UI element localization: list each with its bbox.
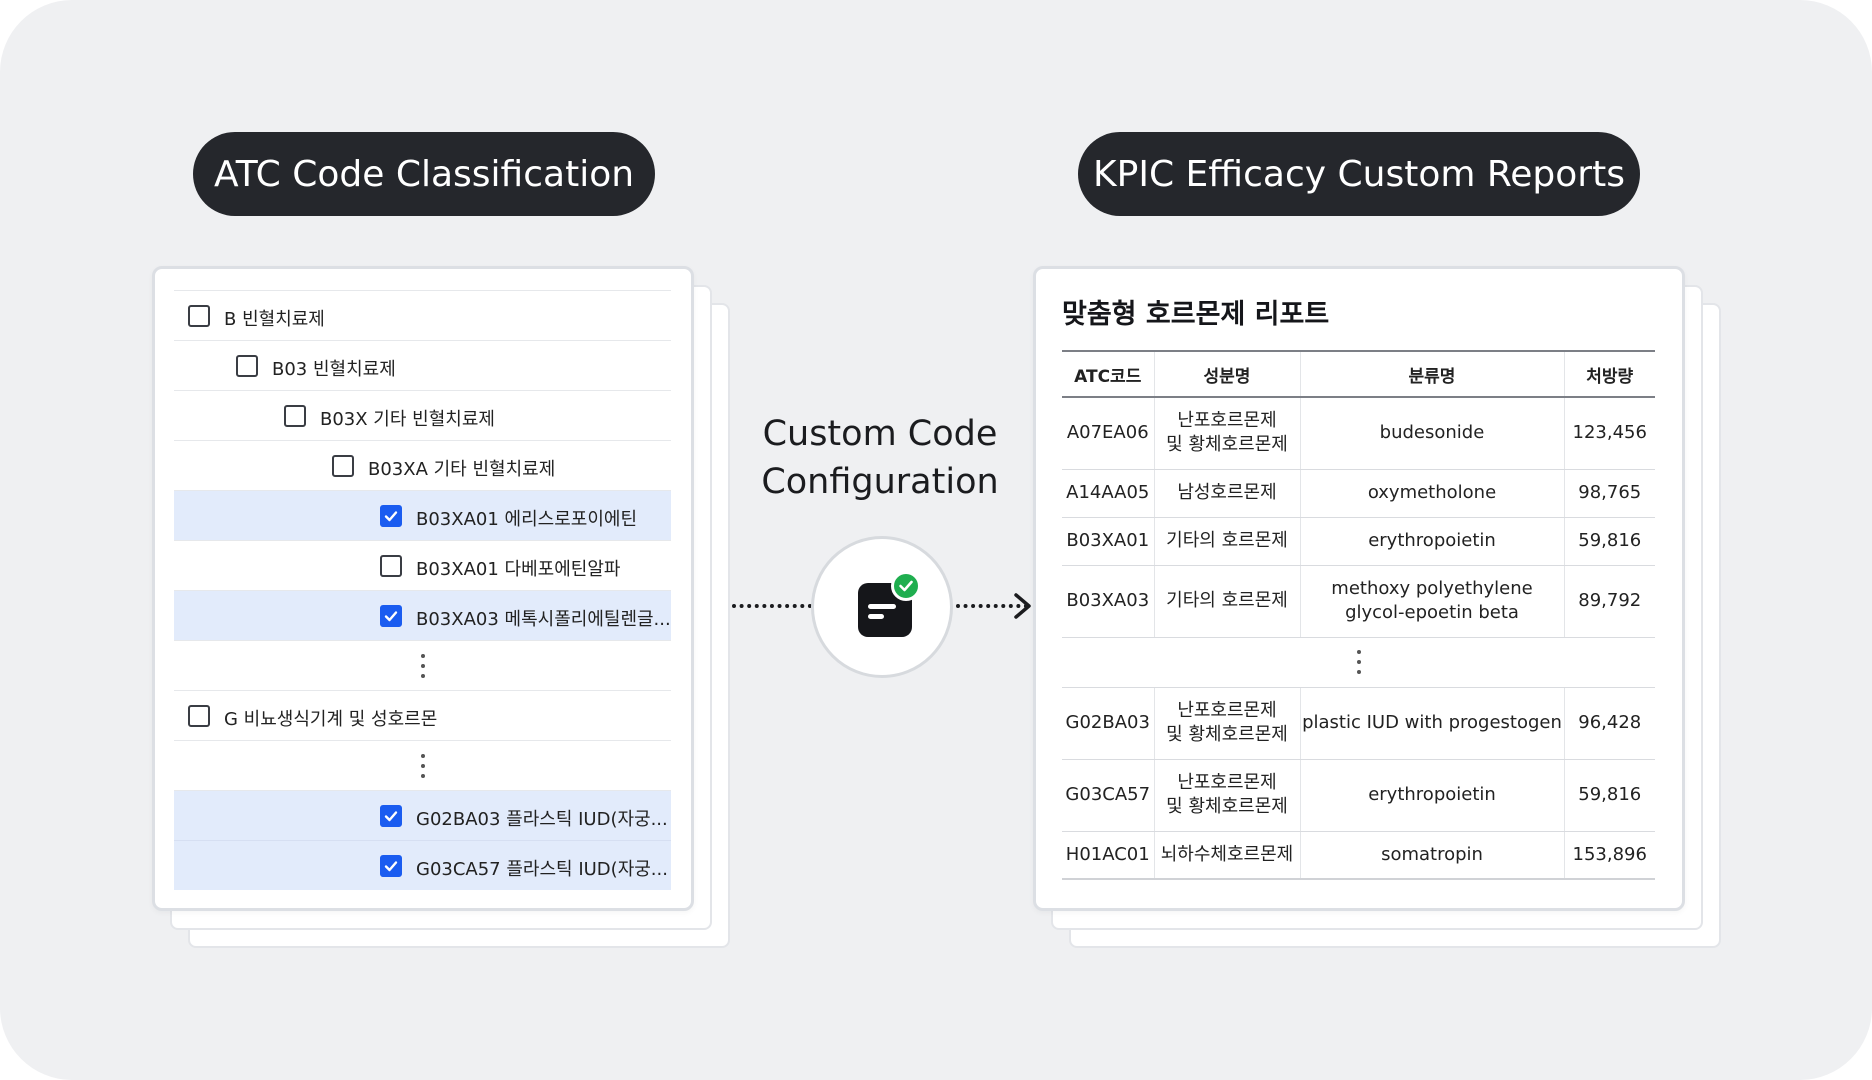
classification-cell: oxymetholone bbox=[1299, 469, 1564, 518]
prescription-cell: 89,792 bbox=[1563, 565, 1655, 638]
atc-tree: B 빈혈치료제 B03 빈혈치료제 B03X 기타 빈혈치료제 B03XA 기타… bbox=[174, 290, 671, 890]
classification-cell: budesonide bbox=[1299, 397, 1564, 470]
table-ellipsis-row bbox=[1062, 637, 1655, 688]
classification-cell: somatropin bbox=[1299, 831, 1564, 880]
classification-cell: erythropoietin bbox=[1299, 517, 1564, 566]
tree-item-label: G02BA03 플라스틱 IUD(자궁... bbox=[416, 809, 668, 830]
atc-code-cell: A07EA06 bbox=[1062, 397, 1154, 470]
checkmark-icon bbox=[384, 861, 398, 872]
ellipsis-cell bbox=[1062, 637, 1655, 688]
checkmark-icon bbox=[384, 511, 398, 522]
prescription-cell: 123,456 bbox=[1563, 397, 1655, 470]
ingredient-cell: 난포호르몬제 및 황체호르몬제 bbox=[1153, 397, 1300, 470]
table-row: A07EA06 난포호르몬제 및 황체호르몬제 budesonide 123,4… bbox=[1062, 397, 1655, 470]
atc-classification-header: ATC Code Classification bbox=[193, 132, 655, 216]
prescription-cell: 153,896 bbox=[1563, 831, 1655, 880]
ingredient-cell: 기타의 호르몬제 bbox=[1153, 517, 1300, 566]
tree-item-b03xa01-darbe[interactable]: B03XA01 다베포에틴알파 bbox=[174, 540, 671, 590]
arrow-right-icon bbox=[1014, 593, 1031, 619]
kpic-reports-header: KPIC Efficacy Custom Reports bbox=[1078, 132, 1640, 216]
column-header: 분류명 bbox=[1299, 350, 1564, 398]
tree-item-b03xa01-epo[interactable]: B03XA01 에리스로포이에틴 bbox=[174, 490, 671, 540]
table-row: B03XA03 기타의 호르몬제 methoxy polyethylene gl… bbox=[1062, 565, 1655, 638]
classification-cell: plastic IUD with progestogen bbox=[1299, 687, 1564, 760]
column-header: 처방량 bbox=[1563, 350, 1655, 398]
title-line: Configuration bbox=[761, 462, 999, 502]
checkbox[interactable] bbox=[236, 355, 258, 377]
configuration-hub bbox=[811, 536, 953, 678]
column-header: ATC코드 bbox=[1062, 350, 1154, 398]
table-header-row: ATC코드 성분명 분류명 처방량 bbox=[1062, 350, 1655, 398]
tree-item-label: G03CA57 플라스틱 IUD(자궁... bbox=[416, 859, 668, 880]
atc-code-cell: A14AA05 bbox=[1062, 469, 1154, 518]
prescription-cell: 59,816 bbox=[1563, 759, 1655, 832]
vertical-ellipsis-icon bbox=[420, 653, 425, 678]
classification-cell: erythropoietin bbox=[1299, 759, 1564, 832]
prescription-cell: 96,428 bbox=[1563, 687, 1655, 760]
tree-item-b03[interactable]: B03 빈혈치료제 bbox=[174, 340, 671, 390]
atc-code-cell: B03XA01 bbox=[1062, 517, 1154, 566]
tree-item-label: B03XA01 에리스로포이에틴 bbox=[416, 509, 638, 530]
checkbox[interactable] bbox=[188, 705, 210, 727]
tree-item-b03x[interactable]: B03X 기타 빈혈치료제 bbox=[174, 390, 671, 440]
checkbox-checked[interactable] bbox=[380, 505, 402, 527]
dotted-connector-right bbox=[956, 604, 1028, 608]
table-row: G02BA03 난포호르몬제 및 황체호르몬제 plastic IUD with… bbox=[1062, 687, 1655, 760]
classification-cell: methoxy polyethylene glycol-epoetin beta bbox=[1299, 565, 1564, 638]
tree-ellipsis bbox=[174, 640, 671, 690]
tree-item-label: B03 빈혈치료제 bbox=[272, 359, 396, 380]
table-row: H01AC01 뇌하수체호르몬제 somatropin 153,896 bbox=[1062, 831, 1655, 880]
checkbox-checked[interactable] bbox=[380, 605, 402, 627]
vertical-ellipsis-icon bbox=[420, 753, 425, 778]
tree-item-g[interactable]: G 비뇨생식기계 및 성호르몬 bbox=[174, 690, 671, 740]
prescription-cell: 59,816 bbox=[1563, 517, 1655, 566]
tree-item-label: B 빈혈치료제 bbox=[224, 309, 325, 330]
tree-item-label: B03XA 기타 빈혈치료제 bbox=[368, 459, 556, 480]
atc-code-cell: G03CA57 bbox=[1062, 759, 1154, 832]
tree-item-g02ba03[interactable]: G02BA03 플라스틱 IUD(자궁... bbox=[174, 790, 671, 840]
title-line: Custom Code bbox=[762, 414, 998, 454]
checkmark-icon bbox=[384, 611, 398, 622]
prescription-cell: 98,765 bbox=[1563, 469, 1655, 518]
tree-item-label: B03XA01 다베포에틴알파 bbox=[416, 559, 621, 580]
checkbox[interactable] bbox=[332, 455, 354, 477]
checkbox[interactable] bbox=[380, 555, 402, 577]
report-title: 맞춤형 호르몬제 리포트 bbox=[1062, 299, 1330, 330]
atc-code-cell: G02BA03 bbox=[1062, 687, 1154, 760]
checkmark-icon bbox=[384, 811, 398, 822]
ingredient-cell: 남성호르몬제 bbox=[1153, 469, 1300, 518]
ingredient-cell: 뇌하수체호르몬제 bbox=[1153, 831, 1300, 880]
checkbox[interactable] bbox=[284, 405, 306, 427]
report-table: ATC코드 성분명 분류명 처방량 A07EA06 난포호르몬제 및 황체호르몬… bbox=[1062, 350, 1655, 880]
ingredient-cell: 난포호르몬제 및 황체호르몬제 bbox=[1153, 759, 1300, 832]
ingredient-cell: 기타의 호르몬제 bbox=[1153, 565, 1300, 638]
tree-item-b03xa03[interactable]: B03XA03 메톡시폴리에틸렌글... bbox=[174, 590, 671, 640]
atc-code-cell: H01AC01 bbox=[1062, 831, 1154, 880]
tree-item-b03xa[interactable]: B03XA 기타 빈혈치료제 bbox=[174, 440, 671, 490]
check-badge-icon bbox=[891, 571, 921, 601]
table-row: B03XA01 기타의 호르몬제 erythropoietin 59,816 bbox=[1062, 517, 1655, 566]
tree-item-b[interactable]: B 빈혈치료제 bbox=[174, 290, 671, 340]
checkbox-checked[interactable] bbox=[380, 805, 402, 827]
tree-item-g03ca57[interactable]: G03CA57 플라스틱 IUD(자궁... bbox=[174, 840, 671, 890]
vertical-ellipsis-icon bbox=[1062, 650, 1655, 674]
dotted-connector-left bbox=[732, 604, 812, 608]
atc-code-cell: B03XA03 bbox=[1062, 565, 1154, 638]
table-row: G03CA57 난포호르몬제 및 황체호르몬제 erythropoietin 5… bbox=[1062, 759, 1655, 832]
tree-item-label: G 비뇨생식기계 및 성호르몬 bbox=[224, 709, 438, 730]
checkbox[interactable] bbox=[188, 305, 210, 327]
table-row: A14AA05 남성호르몬제 oxymetholone 98,765 bbox=[1062, 469, 1655, 518]
checkbox-checked[interactable] bbox=[380, 855, 402, 877]
tree-ellipsis bbox=[174, 740, 671, 790]
tree-item-label: B03XA03 메톡시폴리에틸렌글... bbox=[416, 609, 671, 630]
column-header: 성분명 bbox=[1153, 350, 1300, 398]
ingredient-cell: 난포호르몬제 및 황체호르몬제 bbox=[1153, 687, 1300, 760]
tree-item-label: B03X 기타 빈혈치료제 bbox=[320, 409, 495, 430]
custom-code-configuration-label: Custom Code Configuration bbox=[730, 410, 1030, 506]
